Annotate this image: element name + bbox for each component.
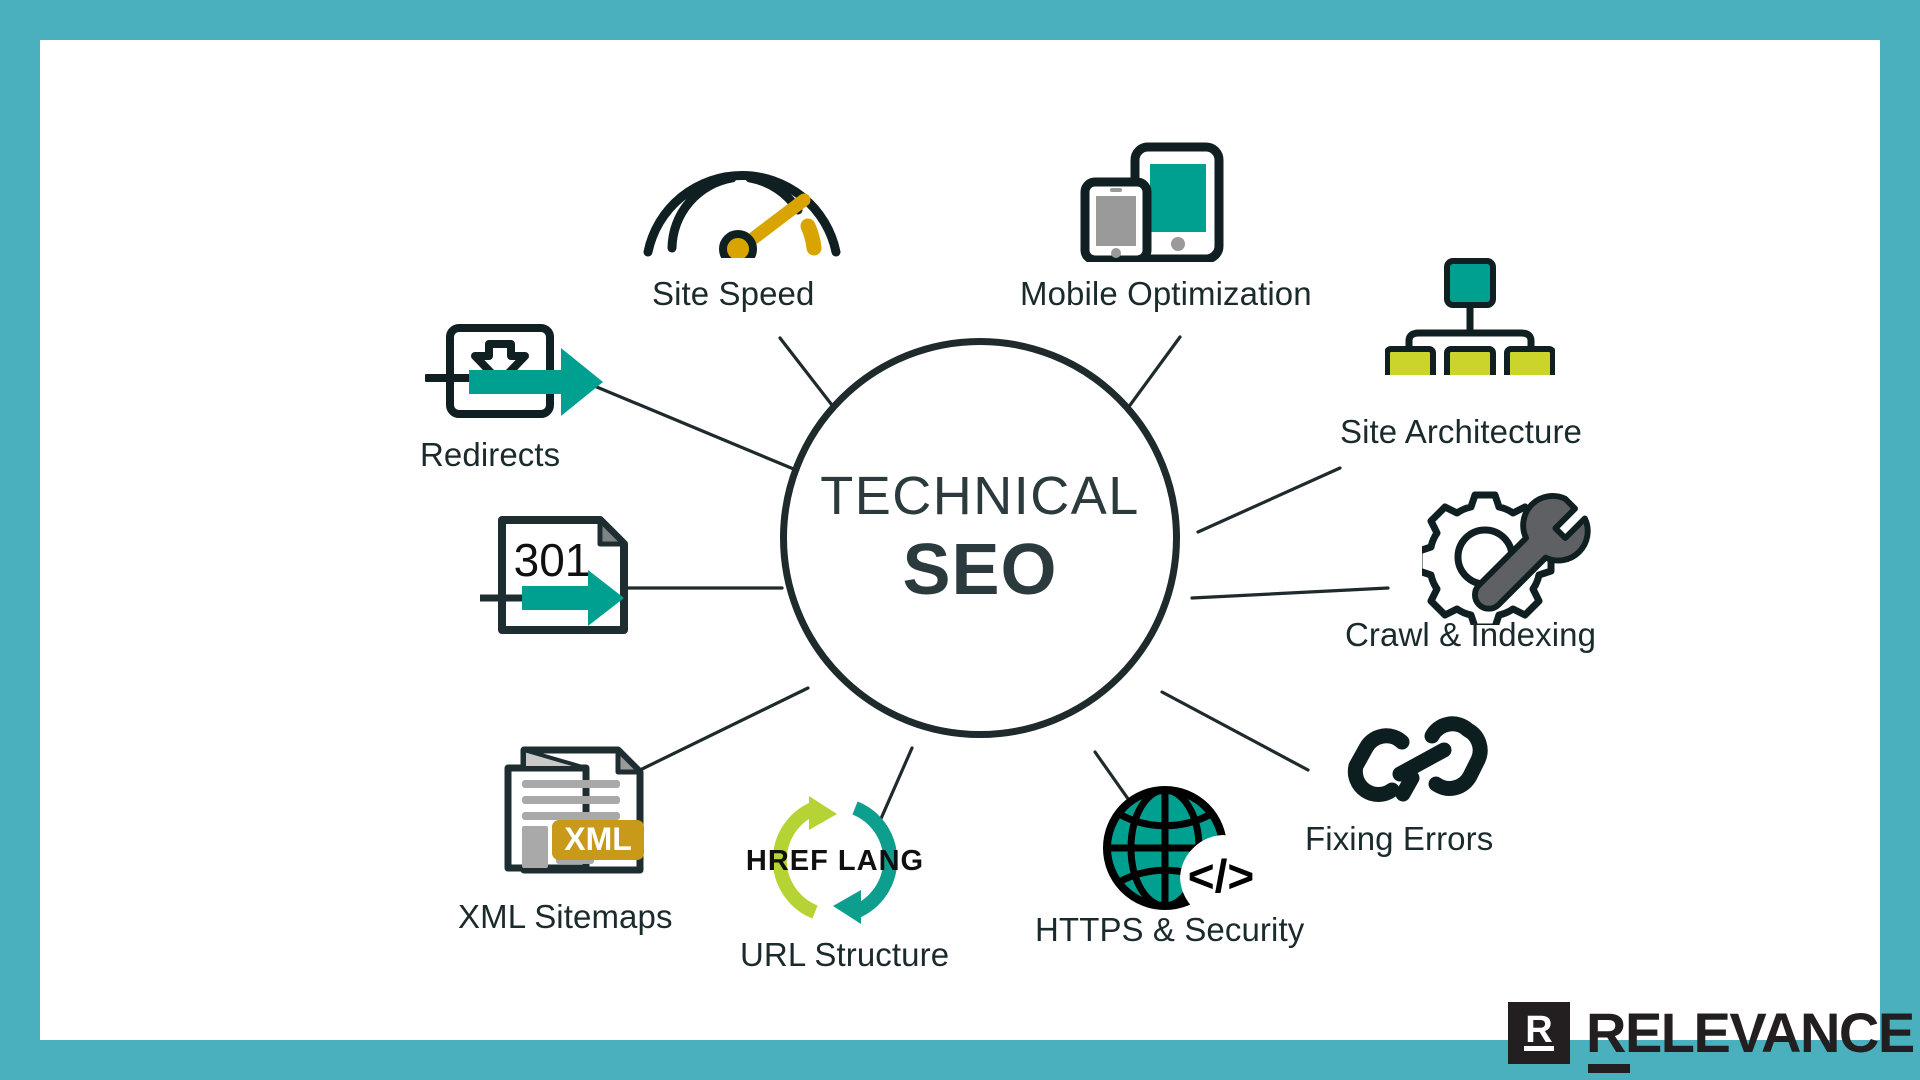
globe-code-icon: </>: [1103, 786, 1265, 922]
hreflang-text: HREF LANG: [746, 845, 924, 877]
infographic-canvas: TECHNICAL SEO Site Speed: [40, 40, 1915, 1073]
connector-mobile-optimization: [1123, 335, 1182, 414]
document-301-arrow-icon: 301: [476, 516, 628, 634]
icon-crawl-indexing: [1415, 485, 1602, 631]
label-site-architecture: Site Architecture: [1340, 413, 1582, 450]
relevance-logo-mark: R: [1508, 1002, 1570, 1064]
relevance-logo-letter: R: [1525, 1008, 1553, 1051]
icon-https-security: </>: [1095, 780, 1265, 922]
hub-line2: SEO: [902, 530, 1058, 610]
redirect-301-text: 301: [514, 534, 591, 586]
phone-tablet-icon: [1080, 142, 1224, 265]
gear-wrench-icon: [1415, 491, 1591, 631]
label-redirects: Redirects: [420, 436, 561, 473]
connector-fixing-errors: [1160, 690, 1310, 772]
label-url-structure: URL Structure: [740, 936, 950, 973]
icon-url-structure: HREF LANG: [745, 792, 925, 927]
label-site-speed: Site Speed: [652, 275, 815, 312]
xml-document-icon: XML: [504, 746, 644, 874]
speedometer-gauge-icon: [643, 171, 841, 268]
connector-crawl-indexing: [1190, 586, 1390, 600]
hierarchy-tree-icon: [1384, 258, 1556, 392]
connector-url-structure: [874, 746, 914, 832]
relevance-wordmark: RELEVANCE: [1586, 1001, 1915, 1073]
label-mobile-optimization: Mobile Optimization: [1020, 275, 1312, 312]
icon-site-architecture: [1384, 255, 1556, 392]
redirect-arrow-box-icon: [423, 324, 603, 418]
svg-text:</>: </>: [1188, 850, 1255, 902]
icon-xml-sitemaps: XML: [500, 740, 665, 885]
connector-lines: [578, 335, 1390, 832]
xml-badge-text: XML: [564, 821, 632, 857]
label-crawl-indexing: Crawl & Indexing: [1345, 616, 1597, 653]
label-https-security: HTTPS & Security: [1035, 911, 1305, 948]
icon-fixing-errors: [1340, 708, 1495, 818]
icon-site-speed: [632, 148, 852, 268]
connector-redirects: [578, 378, 798, 472]
label-xml-sitemaps: XML Sitemaps: [458, 898, 673, 935]
hub-line1: TECHNICAL: [820, 466, 1140, 526]
center-hub: TECHNICAL SEO: [780, 338, 1180, 738]
connector-site-architecture: [1196, 466, 1342, 534]
relevance-logo: R RELEVANCE: [1508, 1001, 1915, 1073]
icon-mobile-optimization: [1078, 142, 1228, 265]
hreflang-cycle-icon: HREF LANG: [746, 796, 924, 924]
label-fixing-errors: Fixing Errors: [1305, 820, 1494, 857]
broken-chain-link-icon: [1347, 716, 1488, 802]
icon-redirect-301: 301: [476, 510, 645, 640]
connector-xml-sitemaps: [638, 686, 810, 772]
icon-redirects: [423, 320, 605, 435]
